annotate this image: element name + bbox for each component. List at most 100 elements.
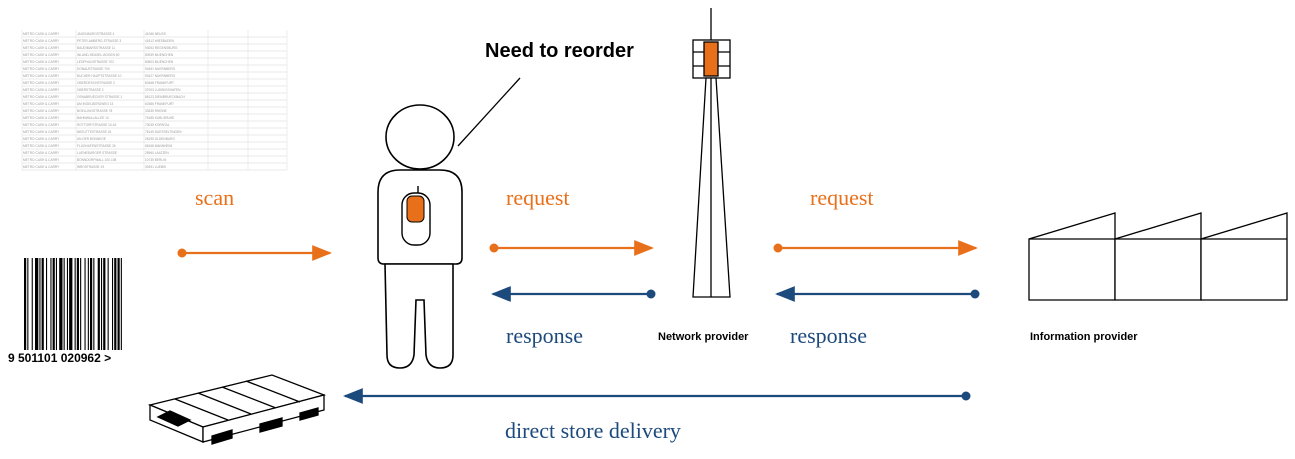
article-list-cell: BAUDIMARSSTRASSE 11 [77, 46, 115, 50]
article-list-cell: METRO CASH & CARRY [23, 102, 60, 106]
article-list-cell: METRO CASH & CARRY [23, 74, 60, 78]
article-list-cell: 90451 NUERNBERG [145, 67, 176, 71]
article-list-cell: BUCHER HAUPTSTRASSE 10 [77, 74, 122, 78]
article-list-cell: 86123 DIEMBRUECKBACH [145, 95, 186, 99]
barcode-bar [35, 258, 39, 350]
article-list-cell: METRO CASH & CARRY [23, 95, 60, 99]
article-list-cell: BAHNWALLALLEE 10 [77, 116, 109, 120]
article-list-cell: BONNDORFWALL 100-108 [77, 158, 116, 162]
barcode-bar [114, 258, 117, 350]
factory-icon [1028, 212, 1288, 301]
article-list-cell: 68168 MANNHEIM [145, 144, 172, 148]
article-list-cell: 28195 OLDENBURG [145, 137, 175, 141]
barcode-bar [97, 258, 100, 350]
barcode-bar [112, 258, 114, 350]
article-list-cell: LEOPHILDSTRASSE 702 [77, 60, 114, 64]
barcode-bar [59, 258, 63, 350]
article-list-cell: BOELLINGSTRASSE 78 [77, 109, 112, 113]
barcode-bar [107, 258, 109, 350]
request-arrow-right [773, 240, 978, 256]
response-arrow-right [775, 286, 980, 302]
article-list-cell: LUENEBURGER STRASSE [77, 151, 117, 155]
article-list-cell: METRO CASH & CARRY [23, 137, 60, 141]
barcode-bar [31, 258, 33, 350]
barcode-icon: 9 501101 020962 > [8, 258, 122, 365]
article-list-cell: METRO CASH & CARRY [23, 109, 60, 113]
barcode-bar [90, 258, 93, 350]
article-list-cell: 30391 LUEBIK [145, 165, 167, 169]
barcode-bar [93, 258, 95, 350]
article-list-cell: FLUGHAFENSTRASSE 26 [77, 144, 116, 148]
barcode-bar [66, 258, 68, 350]
article-list-icon: METRO CASH & CARRY JAGENBURGSTRASSE 4 4106… [21, 28, 288, 173]
response-arrow-left [491, 286, 656, 302]
scan-label: scan [195, 185, 234, 210]
article-list-cell: METRO CASH & CARRY [23, 88, 60, 92]
article-list-cell: METRO CASH & CARRY [23, 60, 60, 64]
article-list-cell: METRO CASH & CARRY [23, 158, 60, 162]
scan-arrow [177, 245, 332, 261]
article-list-cell: 60386 FRANKFURT [145, 102, 174, 106]
request-label-right: request [810, 185, 874, 210]
article-list-cell: METRO CASH & CARRY [23, 144, 60, 148]
article-list-cell: DONAUSTRASSE 700 [77, 67, 110, 71]
article-list-cell: METRO CASH & CARRY [23, 81, 60, 85]
callout-line [457, 77, 521, 147]
barcode-digits: 9 501101 020962 > [8, 351, 111, 365]
barcode-bar [69, 258, 73, 350]
barcode-bar [84, 258, 86, 350]
article-list-cell: 25960 LAATZEN [145, 151, 170, 155]
direct-store-delivery-label: direct store delivery [505, 418, 681, 443]
article-list-cell: 41066 NEUSS [145, 32, 166, 36]
article-list-cell: 90427 NUERNBERG [145, 74, 176, 78]
barcode-bar [76, 258, 79, 350]
article-list-cell: OSNABRUECKER STRASSE 1 [77, 95, 122, 99]
barcode-bar [52, 258, 55, 350]
barcode-bar [24, 258, 27, 350]
barcode-bar [50, 258, 52, 350]
article-list-cell: METRO CASH & CARRY [23, 32, 60, 36]
handheld-device-icon [401, 186, 431, 246]
article-list-cell: 41812 WIESBADEN [145, 39, 175, 43]
article-list-cell: METRO CASH & CARRY [23, 67, 60, 71]
barcode-bar [39, 258, 41, 350]
barcode-bar [80, 258, 82, 350]
network-tower-icon [692, 8, 731, 298]
article-list-cell: 76149 DUESSELTINGEN [145, 130, 182, 134]
request-label-left: request [506, 185, 570, 210]
article-list-cell: WROSTRASSE 19 [77, 165, 104, 169]
article-list-cell: 33335 RHEINE [145, 109, 167, 113]
article-list-cell: METRO CASH & CARRY [23, 46, 60, 50]
callout-need-to-reorder: Need to reorder [485, 40, 634, 62]
barcode-bar [27, 258, 29, 350]
information-provider-label: Information provider [1030, 331, 1138, 343]
article-list-cell: AM INGELBERGWEG 13 [77, 102, 114, 106]
article-list-cell: METRO CASH & CARRY [23, 53, 60, 57]
article-list-cell: JAGENBURGSTRASSE 4 [77, 32, 115, 36]
article-list-cell: PETER-AMBERG-STRASSE 3 [77, 39, 121, 43]
article-list-cell: METRO CASH & CARRY [23, 130, 60, 134]
article-list-cell: INLAND-HEASEL-BOGEN 50 [77, 53, 120, 57]
article-list-cell: METRO CASH & CARRY [23, 151, 60, 155]
article-list-cell: 10735 BERLIN [145, 158, 167, 162]
barcode-bar [117, 258, 120, 350]
article-list-cell: OBERSTRASSE 2 [77, 88, 104, 92]
barcode-bar [55, 258, 57, 350]
response-label-left: response [506, 323, 583, 348]
article-list-cell: 60468 FRANKFURT [145, 81, 174, 85]
response-label-right: response [790, 323, 867, 348]
article-list-cell: ROTTORFSTRASSE 10-16 [77, 123, 116, 127]
article-list-cell: METRO CASH & CARRY [23, 116, 60, 120]
network-provider-label: Network provider [658, 331, 749, 343]
article-list-cell: 75185 KARLSRUHE [145, 116, 174, 120]
article-list-cell: AN DER BONNKOE [77, 137, 106, 141]
barcode-bar [87, 258, 89, 350]
barcode-bar [74, 258, 76, 350]
article-list-cell: 93053 REGENSBURG [145, 46, 178, 50]
article-list-cell: METRO CASH & CARRY [23, 39, 60, 43]
pallet-icon [147, 374, 327, 445]
article-list-cell: 07003 LUDWIGSHAFEN [145, 88, 181, 92]
article-list-cell: 80939 MUENCHEN [145, 53, 174, 57]
article-list-cell: 80803 MUENCHEN [145, 60, 174, 64]
